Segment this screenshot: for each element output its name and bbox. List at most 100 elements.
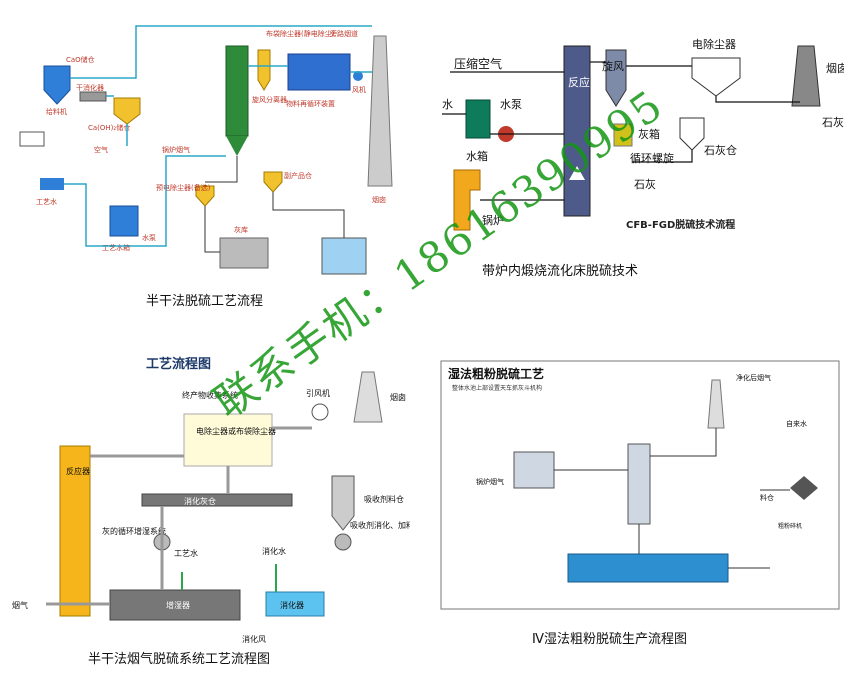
stack-shape (367, 35, 393, 187)
black-lines (204, 156, 345, 253)
semi-dry-diagram: CaO储仓 给料机 干消化器 Ca(OH)₂储仓 空气 工艺水 工艺水箱 水泵 … (19, 25, 393, 275)
label-subtitle: 整体水池上部设置天车抓灰斗机构 (452, 384, 542, 392)
label-byproduct-silo: 副产品仓 (284, 171, 312, 180)
green-lines (181, 564, 277, 592)
label-tap-water: 自来水 (786, 419, 807, 428)
label-lime-silo: 石灰仓 (704, 143, 737, 157)
label-pump: 水泵 (500, 98, 522, 111)
label-tank: 水箱 (466, 149, 488, 163)
panel-semi-dry-system: 工艺流程图 终产物收集系统 引风机 烟囱 反应器 电除尘器或布袋除尘器 灰的循环… (6, 346, 410, 648)
system-diagram: 工艺流程图 终产物收集系统 引风机 烟囱 反应器 电除尘器或布袋除尘器 灰的循环… (12, 356, 410, 644)
label-reactor: 反应器 (568, 75, 601, 89)
fan-icon (353, 71, 363, 81)
truck-shape (19, 131, 45, 147)
label-byproduct: 终产物收集系统 (182, 390, 238, 400)
label-process-tank: 工艺水箱 (102, 243, 130, 252)
label-air: 空气 (94, 145, 108, 154)
humidifier-shape (109, 589, 241, 621)
label-lime: 石灰 (634, 177, 656, 191)
label-water-pump: 水泵 (142, 233, 156, 242)
dust-box (183, 413, 273, 467)
label-boiler-flue: 锅炉烟气 (162, 145, 190, 154)
panel-wet-process: 湿法粗粉脱硫工艺 整体水池上部设置天车抓灰斗机构 锅炉烟气 净化后烟气 自来水 … (440, 360, 840, 610)
label-dust: 电除尘器或布袋除尘器 (196, 426, 276, 436)
wet-diagram: 湿法粗粉脱硫工艺 整体水池上部设置天车抓灰斗机构 锅炉烟气 净化后烟气 自来水 … (440, 360, 840, 610)
label-compressed-air: 压缩空气 (454, 56, 502, 71)
bag-filter-shape (513, 451, 555, 489)
label-pre-collector: 预电除尘器(备选) (156, 183, 211, 192)
label-digest-silo: 消化灰仓 (184, 496, 216, 506)
caption-panel2: 带炉内煅烧流化床脱硫技术 (482, 264, 639, 279)
label-reactor: 反应器 (66, 466, 90, 476)
ash-silo-shape (219, 237, 269, 269)
label-stack: 烟囱 (826, 61, 844, 75)
label-cfb-title: CFB-FGD脱硫技术流程 (626, 218, 735, 231)
process-water-box (40, 178, 64, 190)
label-separator: 旋风分离器 (252, 95, 287, 104)
stack-shape (707, 379, 725, 429)
label-lime-2: 石灰 (822, 115, 844, 129)
label-process-water: 工艺水 (174, 548, 198, 558)
label-cao-silo: CaO储仓 (66, 55, 95, 64)
scrubber-tower-shape (627, 443, 651, 525)
digest-silo-bar (141, 493, 293, 507)
caoh-silo-shape (113, 97, 141, 125)
caption-panel3: 半干法烟气脱硫系统工艺流程图 (88, 652, 271, 667)
label-stack: 烟囱 (390, 392, 406, 402)
absorber-cone-shape (226, 136, 248, 156)
label-title: 湿法粗粉脱硫工艺 (448, 366, 544, 381)
dry-digester-shape (79, 91, 107, 102)
byproduct-truck-shape (321, 237, 367, 275)
label-stack: 烟囱 (372, 195, 386, 204)
label-flue-gas: 烟气 (12, 600, 28, 610)
label-ash-recycle: 灰的循环增湿系统 (102, 526, 166, 536)
absorbent-silo-shape (331, 475, 355, 531)
label-absorbent-feed: 吸收剂消化、加料系统 (350, 520, 410, 530)
label-dust-collector: 布袋除尘器(静电除尘) (266, 29, 335, 38)
label-dry-digester: 干消化器 (76, 83, 104, 92)
pipe-lines (64, 25, 372, 247)
boiler-shape (453, 169, 481, 231)
label-digest-water: 消化水 (262, 546, 286, 556)
label-bypass: 旁路烟道 (330, 29, 358, 38)
stack-shape (791, 45, 821, 107)
label-boiler: 锅炉 (482, 214, 504, 227)
separator-shape (257, 49, 271, 91)
label-flue: 锅炉烟气 (476, 477, 504, 486)
label-water: 水 (442, 98, 453, 111)
panel-semi-dry-process: CaO储仓 给料机 干消化器 Ca(OH)₂储仓 空气 工艺水 工艺水箱 水泵 … (6, 6, 410, 286)
byproduct-silo-shape (263, 171, 283, 193)
label-caoh-silo: Ca(OH)₂储仓 (88, 123, 130, 132)
reactor-shape (59, 445, 91, 617)
absorber-tower-shape (225, 45, 249, 137)
label-humidifier: 增湿器 (166, 600, 190, 610)
caption-panel4: Ⅳ湿法粗粉脱硫生产流程图 (532, 632, 687, 647)
label-ash-box: 灰箱 (638, 127, 660, 141)
caption-panel1: 半干法脱硫工艺流程 (146, 294, 264, 309)
esp-shape (691, 57, 741, 97)
label-fan: 风机 (352, 85, 366, 94)
pool-shape (567, 553, 729, 583)
label-digester: 消化器 (280, 600, 304, 610)
crusher-icon (790, 476, 818, 500)
cfb-diagram: 压缩空气 水 水泵 水箱 锅炉 反应器 旋风 灰箱 循环螺旋 石灰 电除尘器 石… (442, 37, 844, 231)
digester-shape (265, 591, 325, 617)
wet-pipes (554, 428, 790, 569)
label-induced-fan: 引风机 (306, 388, 330, 398)
label-ash-silo: 灰库 (234, 225, 248, 234)
label-esp: 电除尘器 (692, 37, 736, 51)
cfb-pipes (442, 61, 800, 201)
induced-fan-icon (311, 403, 329, 421)
flow-arrow-up (569, 166, 585, 180)
label-crusher: 粗粉碎机 (778, 522, 802, 530)
pre-collector-shape (195, 185, 215, 207)
label-process-water: 工艺水 (36, 197, 57, 206)
label-screw: 循环螺旋 (630, 151, 674, 165)
label-clean: 净化后烟气 (736, 373, 771, 382)
dust-collector-shape (287, 53, 351, 91)
label-recirc: 物料再循环装置 (286, 99, 335, 108)
label-digest-air: 消化风 (242, 634, 266, 644)
panel-cfb-process: 压缩空气 水 水泵 水箱 锅炉 反应器 旋风 灰箱 循环螺旋 石灰 电除尘器 石… (430, 6, 844, 256)
lime-silo-shape (679, 117, 705, 151)
system-pipes (46, 426, 312, 606)
